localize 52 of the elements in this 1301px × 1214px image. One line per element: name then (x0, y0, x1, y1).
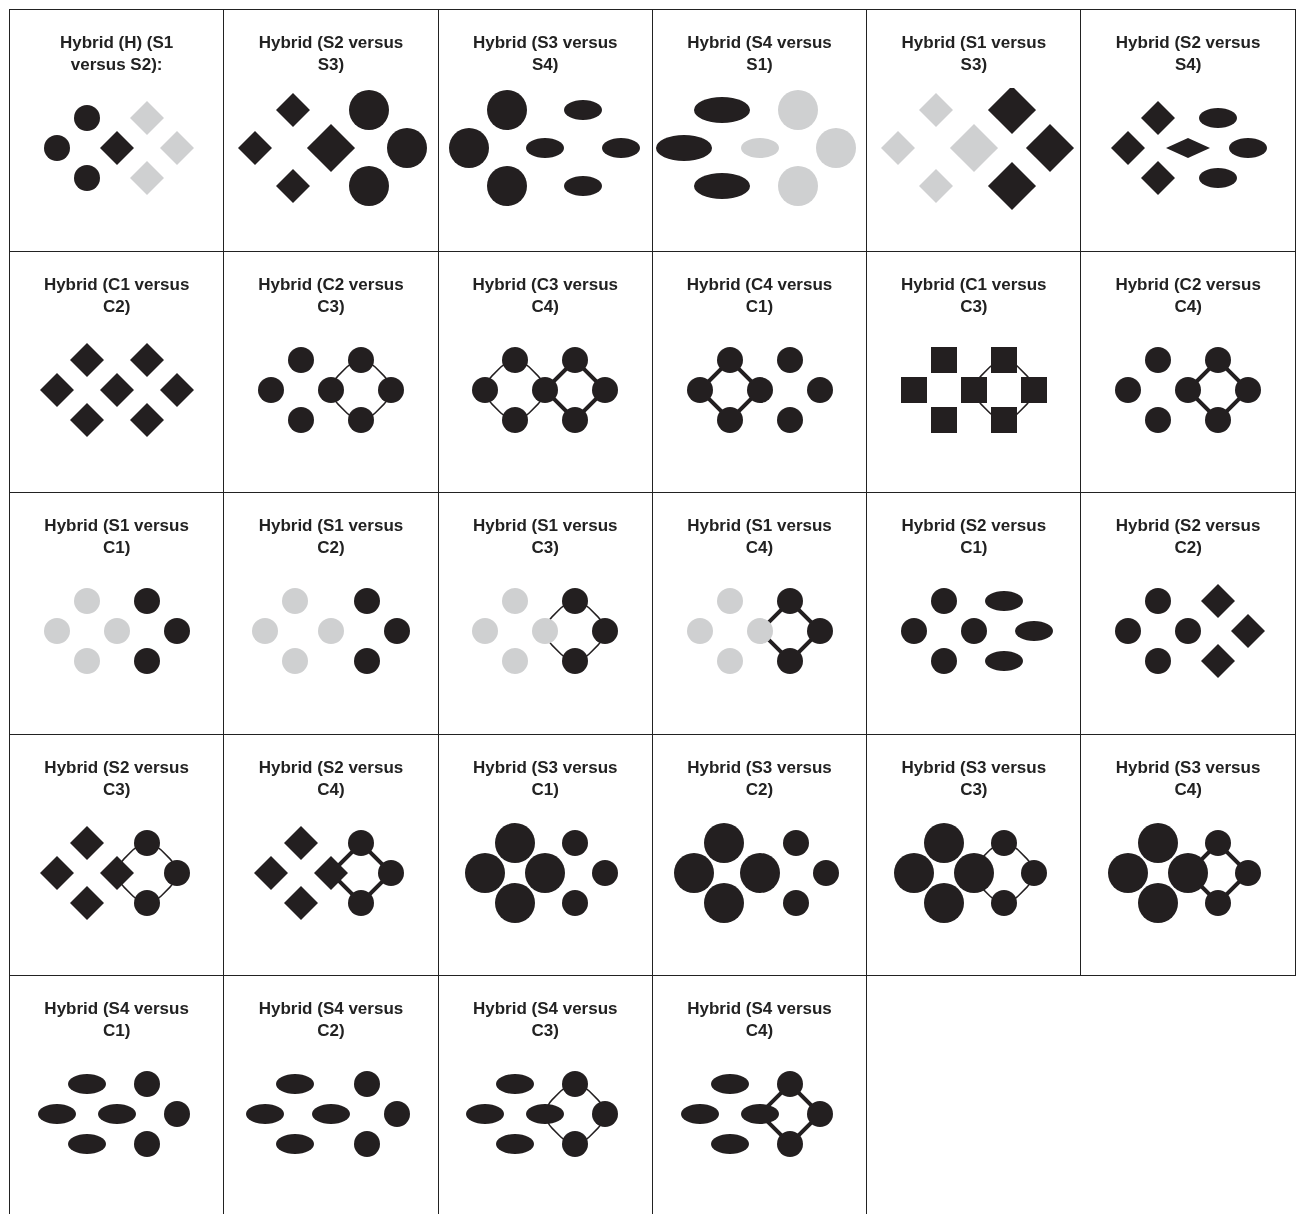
cell-title: Hybrid (S3 versus C4) (1114, 756, 1262, 801)
cell-title: Hybrid (C4 versus C1) (685, 273, 834, 318)
cell-title: Hybrid (S1 versus C4) (686, 515, 833, 559)
cell-title: Hybrid (S3 versus C1) (471, 756, 619, 801)
pattern-cell (652, 734, 868, 976)
cell-title: Hybrid (S4 versus C2) (257, 998, 405, 1042)
pattern-cell (1081, 493, 1296, 735)
cell-title: Hybrid (S2 versus C2) (1114, 515, 1262, 559)
cell-title: Hybrid (S3 versus S4) (471, 32, 619, 76)
pattern-cell (438, 251, 653, 493)
pattern-cell (1081, 251, 1296, 493)
cell-title: Hybrid (S4 versus C3) (471, 998, 619, 1042)
cell-title: Hybrid (S1 versus C3) (471, 515, 619, 559)
pattern-cell (867, 734, 1082, 976)
pattern-cell (652, 251, 868, 493)
cell-title: Hybrid (S4 versus S1) (686, 32, 833, 76)
pattern-cell (10, 251, 225, 493)
cell-title: Hybrid (S2 versus C1) (900, 515, 1048, 559)
cell-title: Hybrid (S2 versus C4) (257, 756, 405, 801)
pattern-cell (10, 734, 225, 976)
pattern-cell (867, 10, 1082, 252)
cell-title: Hybrid (C3 versus C4) (471, 273, 619, 318)
pattern-cell (224, 734, 439, 976)
pattern-cell (438, 493, 653, 735)
cell-title: Hybrid (C1 versus C3) (900, 273, 1048, 318)
cell-title: Hybrid (S3 versus C3) (900, 756, 1048, 801)
cell-title: Hybrid (C1 versus C2) (42, 273, 191, 318)
cell-title: Hybrid (S2 versus C3) (43, 756, 190, 801)
cell-title: Hybrid (S1 versus C1) (43, 515, 190, 559)
pattern-cell (10, 493, 225, 735)
cell-title: Hybrid (S1 versus C2) (257, 515, 405, 559)
cell-title: Hybrid (S3 versus C2) (686, 756, 833, 801)
cell-title: Hybrid (S4 versus C4) (686, 998, 833, 1042)
cell-title: Hybrid (S4 versus C1) (43, 998, 190, 1042)
pattern-cell (652, 10, 868, 252)
cell-title: Hybrid (S2 versus S4) (1114, 32, 1262, 76)
pattern-cell (1081, 734, 1296, 976)
pattern-cell (652, 493, 868, 735)
cell-title: Hybrid (S1 versus S3) (900, 32, 1048, 76)
cell-title: Hybrid (C2 versus C4) (1114, 273, 1262, 318)
pattern-cell (224, 493, 439, 735)
cell-title: Hybrid (C2 versus C3) (257, 273, 405, 318)
pattern-cell (10, 10, 225, 252)
pattern-cell (438, 734, 653, 976)
pattern-cell (224, 251, 439, 493)
pattern-cell (867, 493, 1082, 735)
cell-title: Hybrid (S2 versus S3) (257, 32, 405, 76)
pattern-cell (867, 251, 1082, 493)
pattern-cell (224, 10, 439, 252)
pattern-cell (1081, 10, 1296, 252)
pattern-cell (438, 10, 653, 252)
cell-title: Hybrid (H) (S1 versus S2): (58, 32, 175, 76)
